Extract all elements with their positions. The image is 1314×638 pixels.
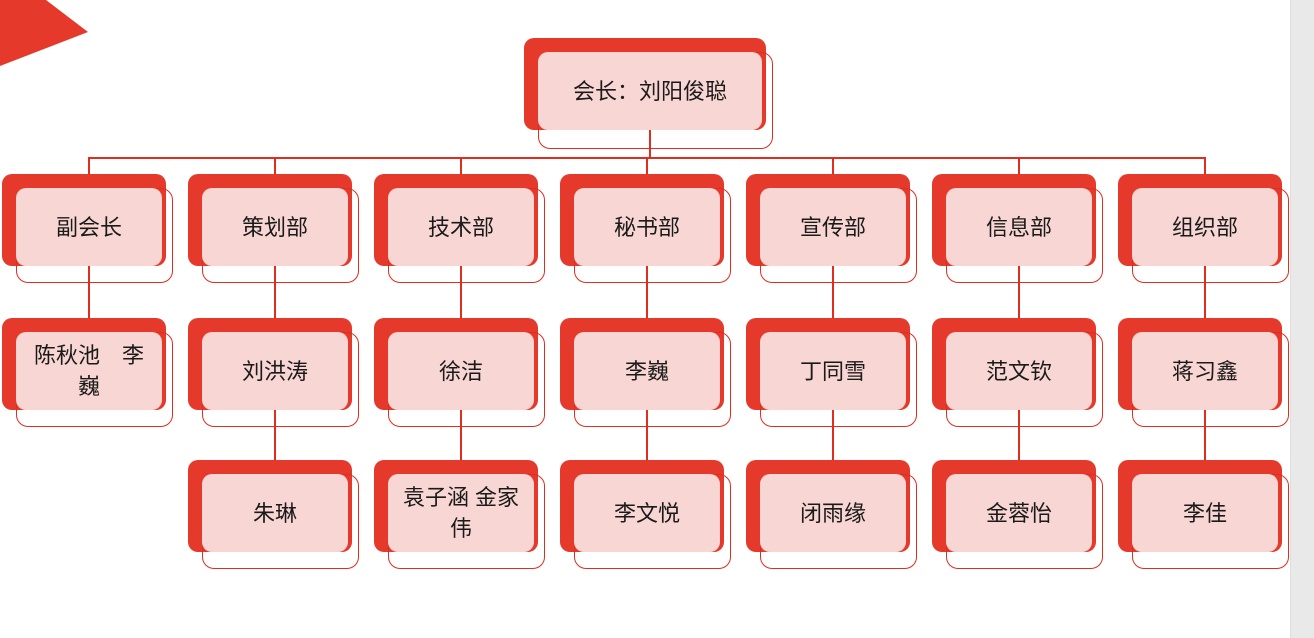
connector-col-2 <box>274 157 276 476</box>
connector-col-4 <box>646 157 648 476</box>
org-node-member-7-2[interactable]: 李佳 <box>1118 460 1289 569</box>
org-node-dept-7[interactable]: 组织部 <box>1118 174 1289 283</box>
node-label: 丁同雪 <box>760 332 906 410</box>
org-node-member-6-1[interactable]: 范文钦 <box>932 318 1103 427</box>
node-label: 李文悦 <box>574 474 720 552</box>
org-node-dept-1[interactable]: 副会长 <box>2 174 173 283</box>
org-node-dept-3[interactable]: 技术部 <box>374 174 545 283</box>
connector-col-3 <box>460 157 462 476</box>
node-label: 李巍 <box>574 332 720 410</box>
node-label: 宣传部 <box>760 188 906 266</box>
node-label: 蒋习鑫 <box>1132 332 1278 410</box>
org-node-member-6-2[interactable]: 金蓉怡 <box>932 460 1103 569</box>
org-node-member-1-1[interactable]: 陈秋池 李 巍 <box>2 318 173 427</box>
node-label: 金蓉怡 <box>946 474 1092 552</box>
node-label: 副会长 <box>16 188 162 266</box>
org-node-member-5-1[interactable]: 丁同雪 <box>746 318 917 427</box>
scrollbar[interactable] <box>1290 0 1314 638</box>
connector-col-7 <box>1204 157 1206 476</box>
node-label: 徐洁 <box>388 332 534 410</box>
node-label: 信息部 <box>946 188 1092 266</box>
org-node-dept-5[interactable]: 宣传部 <box>746 174 917 283</box>
node-label: 范文钦 <box>946 332 1092 410</box>
node-label: 朱琳 <box>202 474 348 552</box>
node-label: 组织部 <box>1132 188 1278 266</box>
node-label: 秘书部 <box>574 188 720 266</box>
org-node-member-4-1[interactable]: 李巍 <box>560 318 731 427</box>
node-label: 陈秋池 李 巍 <box>16 332 162 410</box>
node-label: 策划部 <box>202 188 348 266</box>
org-node-member-4-2[interactable]: 李文悦 <box>560 460 731 569</box>
connector-col-6 <box>1018 157 1020 476</box>
corner-flag-triangle <box>0 0 88 66</box>
org-node-member-3-1[interactable]: 徐洁 <box>374 318 545 427</box>
org-node-member-3-2[interactable]: 袁子涵 金家 伟 <box>374 460 545 569</box>
org-node-dept-4[interactable]: 秘书部 <box>560 174 731 283</box>
node-label: 闭雨缘 <box>760 474 906 552</box>
org-node-member-2-2[interactable]: 朱琳 <box>188 460 359 569</box>
node-label: 袁子涵 金家 伟 <box>388 474 534 552</box>
node-label: 技术部 <box>388 188 534 266</box>
org-node-member-5-2[interactable]: 闭雨缘 <box>746 460 917 569</box>
node-label: 李佳 <box>1132 474 1278 552</box>
connector-root-drop <box>649 130 651 159</box>
org-node-dept-2[interactable]: 策划部 <box>188 174 359 283</box>
connector-col-5 <box>832 157 834 476</box>
org-node-root[interactable]: 会长：刘阳俊聪 <box>524 38 773 149</box>
node-label: 刘洪涛 <box>202 332 348 410</box>
node-label: 会长：刘阳俊聪 <box>538 52 762 130</box>
org-node-member-7-1[interactable]: 蒋习鑫 <box>1118 318 1289 427</box>
org-node-member-2-1[interactable]: 刘洪涛 <box>188 318 359 427</box>
org-node-dept-6[interactable]: 信息部 <box>932 174 1103 283</box>
